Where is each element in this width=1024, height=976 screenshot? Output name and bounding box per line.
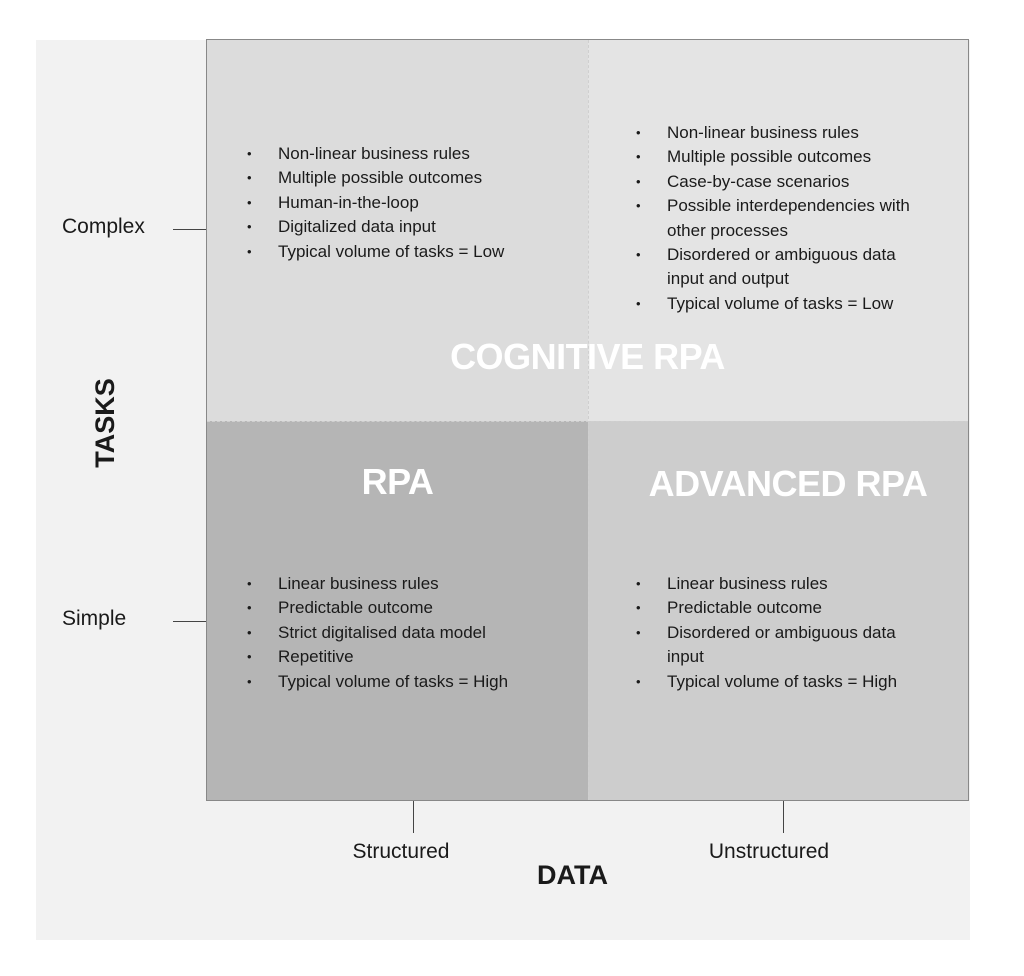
horizontal-divider: [207, 421, 968, 422]
vertical-divider: [588, 40, 589, 800]
bullet-list-top-left: Non-linear business rules Multiple possi…: [247, 142, 504, 264]
bullet-item: Strict digitalised data model: [247, 621, 508, 646]
bullet-item: Typical volume of tasks = High: [247, 670, 508, 695]
x-axis-title: DATA: [537, 860, 608, 890]
bullet-item: Digitalized data input: [247, 215, 504, 240]
bullet-item: Predictable outcome: [636, 596, 936, 621]
y-tick-simple: [173, 621, 206, 622]
bullet-item: Typical volume of tasks = Low: [636, 292, 956, 317]
quadrant-matrix: Non-linear business rules Multiple possi…: [206, 39, 969, 801]
quadrant-cognitive-structured: Non-linear business rules Multiple possi…: [207, 40, 588, 421]
bullet-list-bottom-left: Linear business rules Predictable outcom…: [247, 572, 508, 694]
bullet-item: Linear business rules: [247, 572, 508, 597]
y-label-complex: Complex: [62, 215, 145, 238]
bullet-item: Typical volume of tasks = High: [636, 670, 936, 695]
quadrant-rpa: RPA Linear business rules Predictable ou…: [207, 421, 588, 800]
bullet-item: Disordered or ambiguous data input and o…: [636, 243, 932, 292]
bullet-list-top-right: Non-linear business rules Multiple possi…: [636, 121, 956, 317]
bullet-item: Predictable outcome: [247, 596, 508, 621]
y-tick-complex: [173, 229, 206, 230]
bullet-item: Human-in-the-loop: [247, 191, 504, 216]
bullet-item: Possible interdependencies with other pr…: [636, 194, 937, 243]
bullet-item: Non-linear business rules: [247, 142, 504, 167]
bullet-item: Multiple possible outcomes: [636, 145, 956, 170]
quadrant-title-rpa: RPA: [361, 461, 434, 502]
quadrant-title-advanced-rpa: ADVANCED RPA: [648, 463, 928, 504]
bullet-item: Typical volume of tasks = Low: [247, 240, 504, 265]
y-axis-title: TASKS: [90, 378, 120, 468]
quadrant-cognitive-unstructured: Non-linear business rules Multiple possi…: [588, 40, 968, 421]
bullet-item: Disordered or ambiguous data input: [636, 621, 937, 670]
bullet-item: Case-by-case scenarios: [636, 170, 956, 195]
x-tick-unstructured: [783, 801, 784, 833]
bullet-item: Repetitive: [247, 645, 508, 670]
y-label-simple: Simple: [62, 607, 127, 630]
x-label-structured: Structured: [352, 840, 450, 863]
cognitive-rpa-title: COGNITIVE RPA: [450, 336, 725, 377]
bullet-item: Multiple possible outcomes: [247, 166, 504, 191]
bullet-item: Non-linear business rules: [636, 121, 956, 146]
x-label-unstructured: Unstructured: [708, 840, 830, 863]
x-tick-structured: [413, 801, 414, 833]
bullet-item: Linear business rules: [636, 572, 936, 597]
bullet-list-bottom-right: Linear business rules Predictable outcom…: [636, 572, 936, 694]
quadrant-advanced-rpa: ADVANCED RPA Linear business rules Predi…: [588, 421, 968, 800]
